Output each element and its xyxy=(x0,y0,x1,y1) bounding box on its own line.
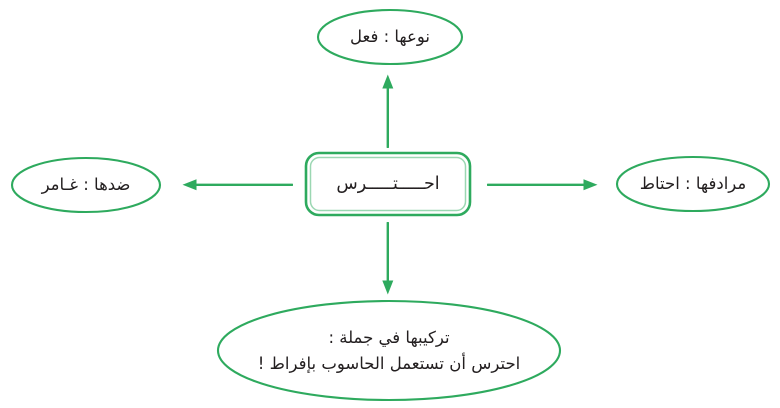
arrow-left-connector xyxy=(182,179,293,191)
node-shape-right xyxy=(615,155,771,213)
node-shape-left xyxy=(10,156,162,214)
arrow-right-connector xyxy=(487,179,598,191)
arrow-down-connector xyxy=(382,222,394,295)
node-shape-bottom xyxy=(216,299,562,402)
node-shape-top xyxy=(316,8,464,66)
node-shape-center xyxy=(304,151,472,217)
arrow-up-connector xyxy=(382,74,394,148)
node-shapes xyxy=(10,8,771,402)
connectors xyxy=(182,74,598,295)
